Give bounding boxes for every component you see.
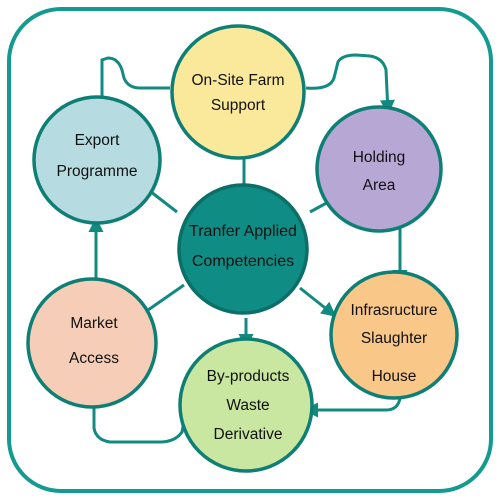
node-byproducts-line3: Derivative [214,426,283,443]
node-export-programme: Export Programme [32,95,162,225]
node-on-site-line1: On-Site Farm [191,72,284,89]
node-market-line1: Market [70,315,118,332]
node-byproducts-line1: By-products [207,368,290,385]
node-infrastructure-line1: Infrasructure [350,302,437,319]
node-holding-line2: Area [363,177,396,194]
connector-onsite-to-holding [305,53,395,115]
node-on-site-farm-support: On-Site Farm Support [170,24,306,160]
node-on-site-line2: Support [211,97,266,114]
outer-frame [7,7,493,493]
node-export-line1: Export [75,132,120,149]
node-market-access: Market Access [26,277,158,409]
node-byproducts-line2: Waste [226,397,269,414]
node-byproducts-waste-derivative: By-products Waste Derivative [178,337,314,473]
node-infrastructure-line3: House [372,368,417,385]
connector-export-to-onsite [94,56,170,113]
node-infrastructure-slaughter-house: Infrasructure Slaughter House [329,270,459,400]
node-market-line2: Access [69,350,119,367]
node-center-line2: Competencies [192,253,294,270]
node-export-line2: Programme [57,163,138,180]
node-infrastructure-line2: Slaughter [361,330,427,347]
node-holding-line1: Holding [353,149,406,166]
connector-byproducts-to-market [86,389,188,444]
spoke-to-infrastructure [299,286,337,317]
node-center-line1: Tranfer Applied [189,223,297,240]
node-holding-area: Holding Area [315,105,443,233]
node-transfer-applied-competencies: Tranfer Applied Competencies [177,183,309,315]
